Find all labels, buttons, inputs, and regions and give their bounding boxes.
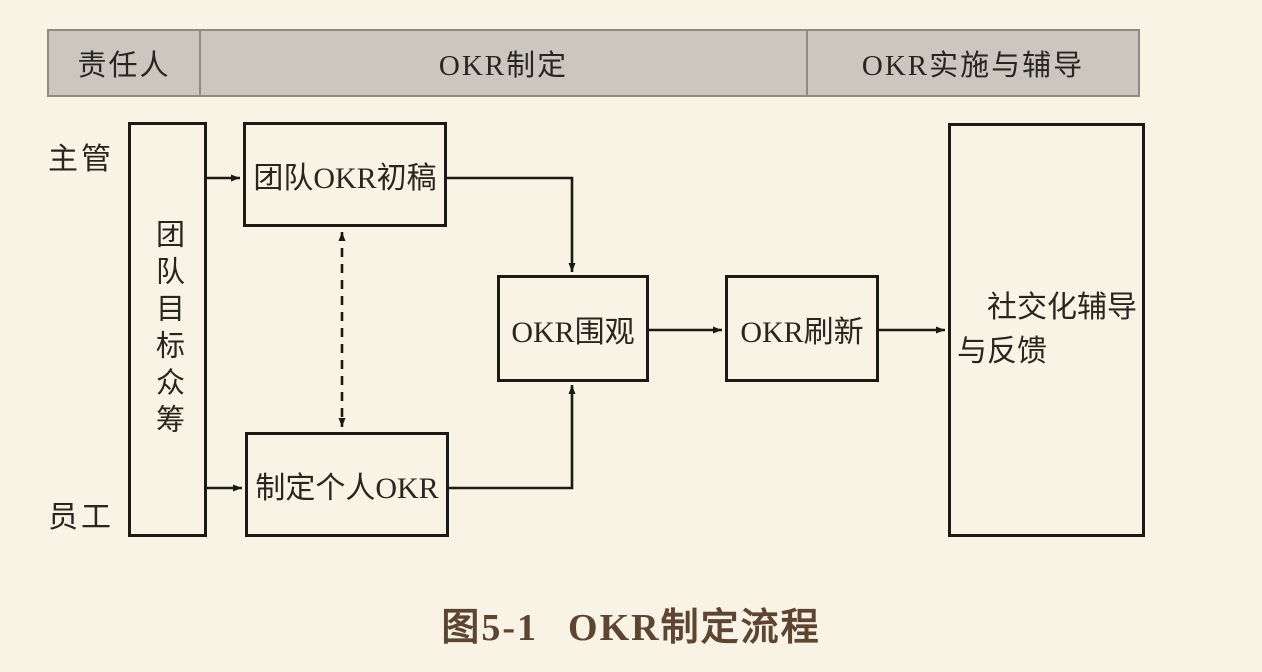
- lane-label-supervisor: 主管: [48, 143, 114, 176]
- node-label-social-coaching-feedback: 社交化辅导 与反馈: [951, 286, 1137, 374]
- node-personal-okr: 制定个人OKR: [245, 432, 449, 537]
- node-team-goal-crowdsourcing: 团队目标众筹: [128, 122, 207, 537]
- node-label-okr-refresh: OKR刷新: [740, 315, 864, 349]
- node-label-okr-review: OKR围观: [511, 315, 635, 349]
- header-cell-okr-implementation: OKR实施与辅导: [808, 29, 1140, 97]
- header-label-owner: 责任人: [77, 50, 171, 82]
- coaching-label-line2: 与反馈: [957, 335, 1047, 368]
- figure-caption: 图5-1 OKR制定流程: [0, 596, 1262, 651]
- node-okr-review: OKR围观: [497, 275, 649, 382]
- node-social-coaching-feedback: 社交化辅导 与反馈: [948, 123, 1145, 537]
- figure-number: 图5-1: [441, 607, 539, 649]
- node-team-okr-draft: 团队OKR初稿: [243, 122, 447, 227]
- lane-label-employee: 员工: [48, 501, 114, 534]
- swimlane-header: 责任人 OKR制定 OKR实施与辅导: [47, 29, 1140, 97]
- header-cell-owner: 责任人: [47, 29, 201, 97]
- header-cell-okr-setting: OKR制定: [201, 29, 808, 97]
- node-label-personal-okr: 制定个人OKR: [255, 471, 439, 505]
- node-okr-refresh: OKR刷新: [725, 275, 879, 382]
- coaching-label-line1: 社交化辅导: [987, 291, 1137, 324]
- figure-title: OKR制定流程: [568, 607, 821, 649]
- node-label-team-goal-crowdsourcing: 团队目标众筹: [151, 218, 184, 441]
- connector-personal-okr-to-review: [449, 385, 576, 490]
- header-label-okr-implementation: OKR实施与辅导: [861, 50, 1085, 82]
- node-label-team-okr-draft: 团队OKR初稿: [253, 161, 437, 195]
- header-label-okr-setting: OKR制定: [438, 50, 569, 82]
- connector-team-draft-to-review: [447, 176, 576, 272]
